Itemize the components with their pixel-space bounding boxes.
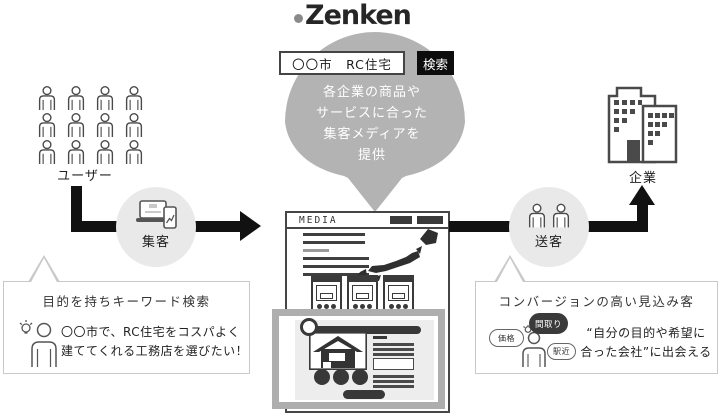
logo-dot-icon — [294, 14, 303, 23]
thinking-person-icon — [522, 325, 546, 367]
lightbulb-person-icon — [19, 320, 57, 367]
left-bubble-body: 〇〇市で、RC住宅をコスパよく 建ててくれる工務店を選びたい！ — [61, 325, 249, 358]
search-query-box[interactable]: 〇〇市 RC住宅 — [279, 51, 405, 75]
zenken-logo: Zenken — [294, 0, 412, 31]
detail-dots — [314, 369, 368, 385]
nav-item-block — [390, 216, 412, 224]
thought-tag-floorplan: 間取り — [529, 313, 568, 334]
sokyaku-circle: 送客 — [509, 187, 589, 267]
people-pair-icon — [528, 203, 570, 228]
users-crowd-icon — [38, 86, 143, 164]
provider-balloon-text: 各企業の商品や サービスに合った 集客メディアを 提供 — [315, 85, 428, 163]
flow-line-company-up — [637, 203, 648, 232]
detail-text-line — [373, 385, 414, 388]
bubble-pointer — [28, 255, 60, 284]
magnified-detail-box — [272, 309, 445, 409]
arrowhead-right-icon — [240, 211, 261, 241]
laptop-phone-icon — [136, 200, 177, 229]
slider-bar — [314, 326, 421, 334]
shukyaku-label: 集客 — [141, 235, 170, 250]
detail-text-line — [373, 343, 414, 346]
nav-item-block — [417, 216, 443, 224]
users-label: ユーザー — [57, 169, 113, 184]
logo-text: Zenken — [305, 0, 412, 31]
arrowhead-up-icon — [629, 185, 655, 205]
detail-panel — [295, 318, 434, 400]
shukyaku-circle: 集客 — [116, 187, 196, 267]
media-site-header: MEDIA — [287, 213, 448, 229]
search-button[interactable]: 検索 — [417, 51, 454, 75]
media-text-lines — [303, 233, 369, 281]
media-site-title: MEDIA — [299, 214, 338, 226]
company-label: 企業 — [628, 171, 657, 186]
provider-balloon-shape — [285, 32, 465, 212]
detail-text-line — [373, 380, 414, 383]
flow-line-users-down — [71, 186, 82, 232]
keyword-search-bubble: 目的を持ちキーワード検索 〇〇市で、RC住宅をコスパよく 建ててくれる工務店を選… — [3, 255, 250, 374]
thought-tag-price: 価格 — [489, 329, 524, 347]
bubble-pointer — [494, 255, 526, 284]
detail-text-line — [373, 348, 414, 351]
search-query-text: 〇〇市 RC住宅 — [292, 56, 392, 72]
magnifier-icon — [300, 318, 318, 336]
left-bubble-title: 目的を持ちキーワード検索 — [42, 294, 211, 309]
conversion-bubble: コンバージョンの高い見込み客 価格 間取り 駅近 “自分の目的や希望に 合った会… — [475, 255, 718, 374]
right-bubble-title: コンバージョンの高い見込み客 — [498, 294, 695, 309]
house-icon — [309, 332, 367, 370]
detail-text-line — [373, 336, 387, 339]
detail-text-line — [373, 353, 414, 356]
detail-text-line — [373, 375, 414, 378]
detail-button-outline — [373, 358, 414, 370]
right-bubble-body: “自分の目的や希望に 合った会社”に出会える — [580, 326, 712, 359]
thought-tag-station: 駅近 — [547, 343, 576, 360]
sokyaku-label: 送客 — [534, 235, 563, 250]
company-buildings-icon — [607, 86, 678, 164]
detail-cta-button — [343, 390, 385, 399]
search-button-label: 検索 — [422, 56, 448, 72]
